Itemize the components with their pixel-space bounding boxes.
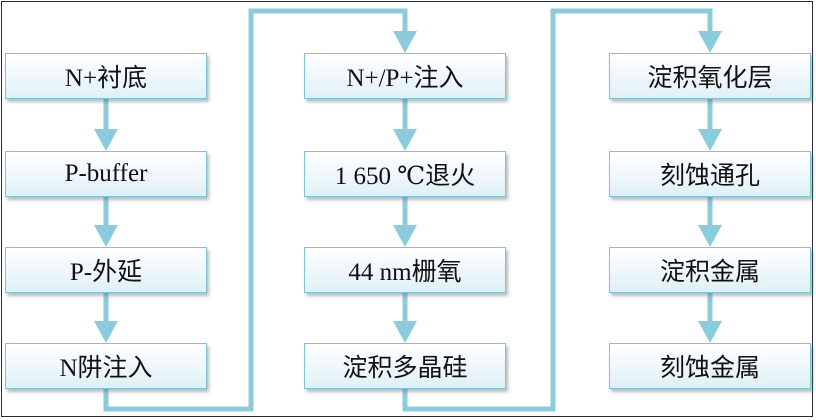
arrow-c1-2-head (94, 225, 118, 247)
connector-col2-to-col3 (402, 8, 713, 412)
step-box: 44 nm栅氧 (304, 247, 506, 293)
arrow-c2-3-head (393, 321, 417, 343)
step-box: P-外延 (5, 247, 207, 293)
arrow-c2-0-head (393, 31, 417, 53)
arrow-c3-1-head (698, 129, 722, 151)
step-box: 1 650 ℃退火 (304, 151, 506, 197)
connector-col1-to-col2 (103, 8, 408, 412)
arrow-c3-2-head (698, 225, 722, 247)
step-box: 淀积金属 (609, 247, 811, 293)
step-box: 淀积氧化层 (609, 53, 811, 99)
arrow-c1-1-head (94, 129, 118, 151)
arrow-c2-2-head (393, 225, 417, 247)
step-box: N+/P+注入 (304, 53, 506, 99)
arrow-c1-3-head (94, 321, 118, 343)
arrow-c2-1-head (393, 129, 417, 151)
step-box: N阱注入 (5, 343, 207, 389)
step-box: P-buffer (5, 151, 207, 197)
step-box: 刻蚀通孔 (609, 151, 811, 197)
step-box: N+衬底 (5, 53, 207, 99)
step-box: 刻蚀金属 (609, 343, 811, 389)
arrow-c3-3-head (698, 321, 722, 343)
arrow-c3-0-head (698, 31, 722, 53)
step-box: 淀积多晶硅 (304, 343, 506, 389)
